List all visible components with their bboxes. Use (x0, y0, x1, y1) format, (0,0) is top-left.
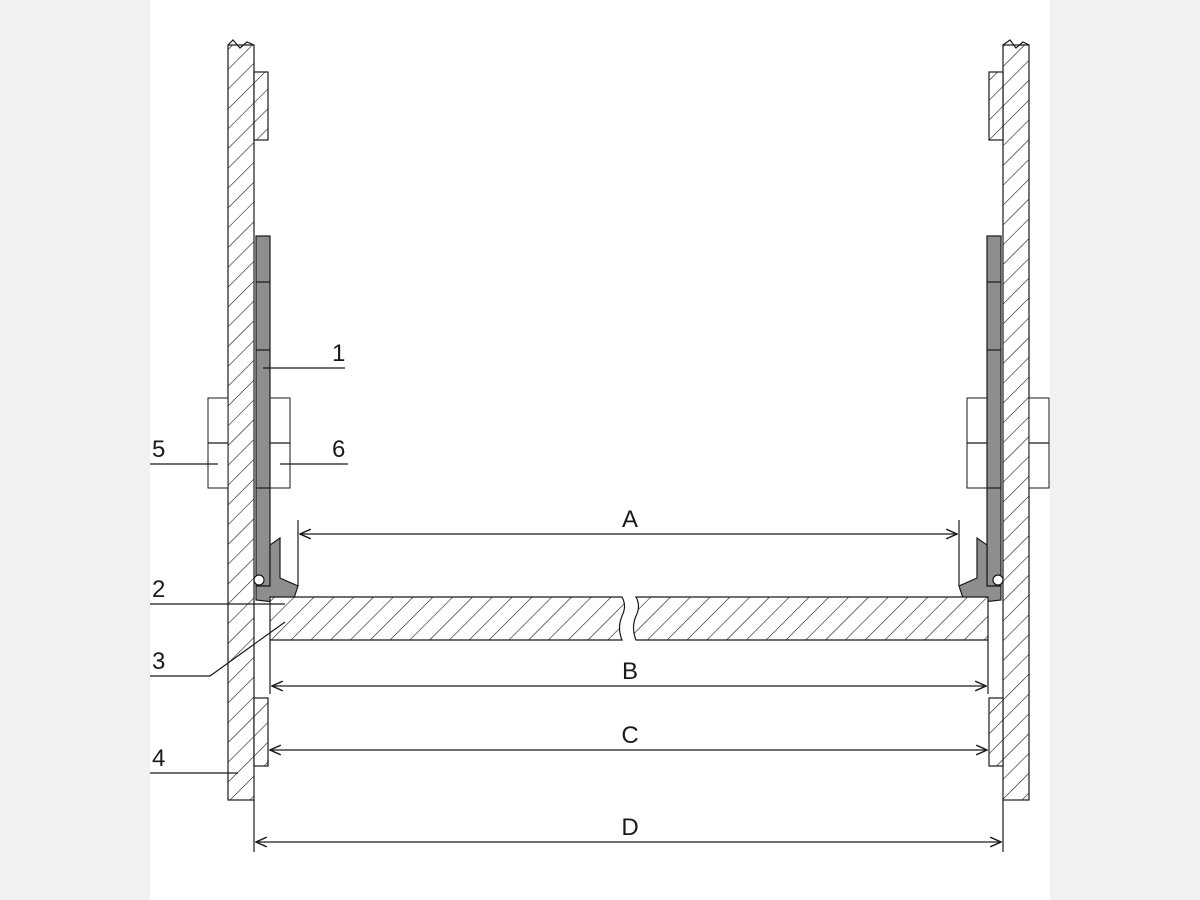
callout-6: 6 (280, 436, 348, 465)
dimension-a-label: A (622, 506, 638, 533)
callout-2: 2 (150, 576, 285, 605)
left-profile-strip (255, 235, 271, 587)
callout-5-label: 5 (152, 436, 165, 463)
floor-panel-left (269, 596, 626, 641)
right-profile-strip (986, 235, 1002, 587)
callout-4-label: 4 (152, 745, 165, 772)
callout-6-label: 6 (332, 436, 345, 463)
callout-3-label: 3 (152, 648, 165, 675)
left-upper-spacer (253, 71, 269, 141)
floor-panel (269, 596, 989, 641)
dimension-b: B (269, 640, 989, 694)
callout-1-label: 1 (332, 340, 345, 367)
right-profile (958, 235, 1004, 605)
right-wall-body (1002, 44, 1030, 801)
left-wall-break (227, 39, 255, 49)
left-profile-foot (255, 536, 299, 605)
dimension-b-label: B (622, 658, 638, 685)
dimension-a: A (297, 506, 960, 586)
right-profile-foot (958, 536, 1002, 605)
left-wall (207, 39, 291, 801)
callout-2-label: 2 (152, 576, 165, 603)
right-lower-spacer (988, 697, 1004, 767)
right-seal (992, 574, 1004, 586)
right-upper-spacer (988, 71, 1004, 141)
callout-5: 5 (150, 436, 218, 465)
dimension-d: D (253, 800, 1004, 852)
left-profile (253, 235, 299, 605)
dimension-c: C (267, 722, 987, 766)
callout-3: 3 (150, 621, 286, 677)
floor-panel-right (632, 596, 989, 641)
left-wall-body (227, 44, 255, 801)
right-wall (966, 39, 1050, 801)
right-wall-break (1002, 39, 1030, 49)
callout-1: 1 (263, 340, 345, 369)
left-seal (253, 574, 265, 586)
dimension-c-label: C (621, 722, 638, 749)
callout-4: 4 (150, 745, 238, 774)
dimension-d-label: D (621, 814, 638, 841)
left-lower-spacer (253, 697, 269, 767)
